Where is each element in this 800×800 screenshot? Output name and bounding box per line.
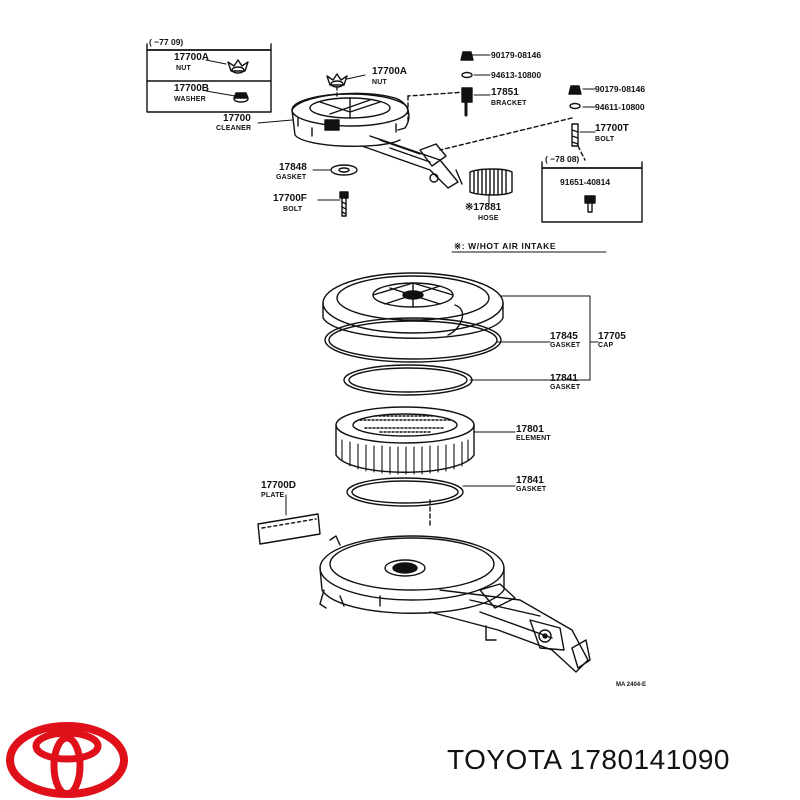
air-cleaner-housing-icon [319,535,591,673]
part-17700D-name: PLATE [261,492,285,499]
part-17801-number: 17801 [516,424,544,435]
part-17700T-number: 17700T [595,123,629,134]
part-17848-name: GASKET [276,174,307,181]
plate-17700D-icon [257,513,321,545]
part-91651-40814-number: 91651-40814 [560,177,611,187]
part-90179-08146-a-number: 90179-08146 [491,50,542,60]
part-17700F-number: 17700F [273,193,307,204]
part-17705-number: 17705 [598,331,626,342]
part-17841-lower-number: 17841 [516,475,544,486]
part-17801-name: ELEMENT [516,435,551,442]
part-17700T-name: BOLT [595,136,615,143]
bolt-17700F-icon [339,191,349,217]
part-17700-number: 17700 [223,113,251,124]
air-cleaner-assembly-top [291,92,463,189]
hose-17881-icon [469,168,513,196]
part-17851-number: 17851 [491,87,519,98]
part-17700D-number: 17700D [261,480,297,491]
part-94611-10800-number: 94611-10800 [595,102,645,112]
part-17845-number: 17845 [550,331,578,342]
figure-code: MA 2404-E [616,682,647,688]
bolt-17700T-group [439,85,586,161]
bolt-91651-icon [584,195,596,213]
part-17700-name: CLEANER [216,125,252,132]
bolt-group-range-label: ( −78 08) [545,154,580,164]
part-17700F-name: BOLT [283,206,303,213]
bolt-callout-box [541,161,643,223]
leader-lines [205,54,599,516]
part-90179-08146-b-number: 90179-08146 [595,84,646,94]
gasket-17841-upper-icon [343,364,473,396]
wing-nut-icon [227,59,249,74]
cap-17705-icon [322,272,504,339]
gasket-17848-icon [330,164,358,176]
part-17700A-box-number: 17700A [174,52,210,63]
nut-group-range-label: ( −77 09) [149,37,184,47]
part-17848-number: 17848 [279,162,307,173]
part-94613-10800-number: 94613-10800 [491,70,542,80]
part-17841-upper-name: GASKET [550,384,581,391]
part-17700B-name: WASHER [174,96,206,103]
part-17841-upper-number: 17841 [550,373,578,384]
part-17700A-box-name: NUT [176,65,191,72]
part-17841-lower-name: GASKET [516,486,547,493]
part-17700A-name: NUT [372,79,387,86]
element-17801-icon [335,406,475,475]
part-17700A-number: 17700A [372,66,408,77]
part-17881-name: HOSE [478,215,499,222]
part-17700B-number: 17700B [174,83,210,94]
gasket-17845-icon [324,317,502,363]
bracket-17851-group [407,51,474,123]
part-17851-name: BRACKET [491,100,527,107]
part-17881-number: ※17881 [465,202,502,213]
toyota-logo-icon [6,722,128,798]
washer-icon [233,92,249,103]
part-17845-name: GASKET [550,342,581,349]
brand-part-caption: TOYOTA 1780141090 [447,744,730,775]
top-wing-nut-icon [326,73,348,97]
part-17705-name: CAP [598,342,614,349]
nut-washer-callout-box [146,43,272,113]
gasket-17841-lower-icon [346,477,464,507]
hot-air-intake-note: ※: W/HOT AIR INTAKE [454,241,557,251]
